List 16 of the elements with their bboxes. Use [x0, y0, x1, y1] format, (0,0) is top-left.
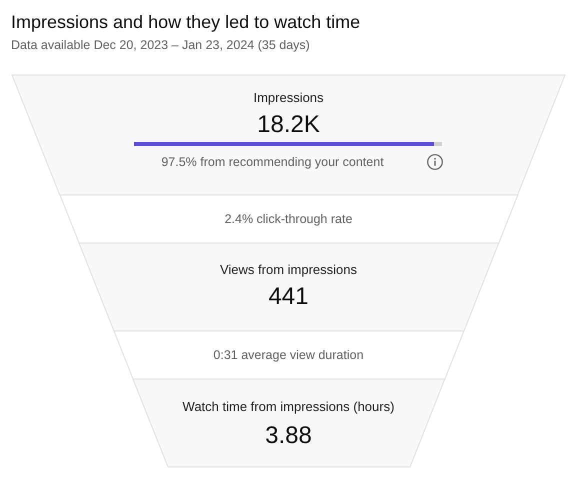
metric-label: Views from impressions [220, 262, 357, 278]
metric-note: 2.4% click-through rate [224, 212, 352, 226]
chart-title: Impressions and how they led to watch time [11, 11, 360, 33]
metric-value: 441 [268, 282, 308, 310]
metric-value: 18.2K [257, 110, 320, 138]
funnel-stage [60, 195, 518, 243]
funnel-stage [114, 331, 464, 379]
metric-value: 3.88 [265, 420, 312, 450]
metric-note: 97.5% from recommending your content [161, 154, 384, 170]
date-range-text: Data available Dec 20, 2023 – Jan 23, 2024 (35 days) [11, 37, 310, 53]
funnel-stage [132, 379, 445, 467]
funnel-stage [12, 75, 565, 195]
metric-label: Impressions [253, 90, 324, 106]
metric-label: Watch time from impressions (hours) [182, 399, 394, 415]
metric-note: 0:31 average view duration [213, 348, 364, 362]
funnel-stage [78, 243, 499, 331]
